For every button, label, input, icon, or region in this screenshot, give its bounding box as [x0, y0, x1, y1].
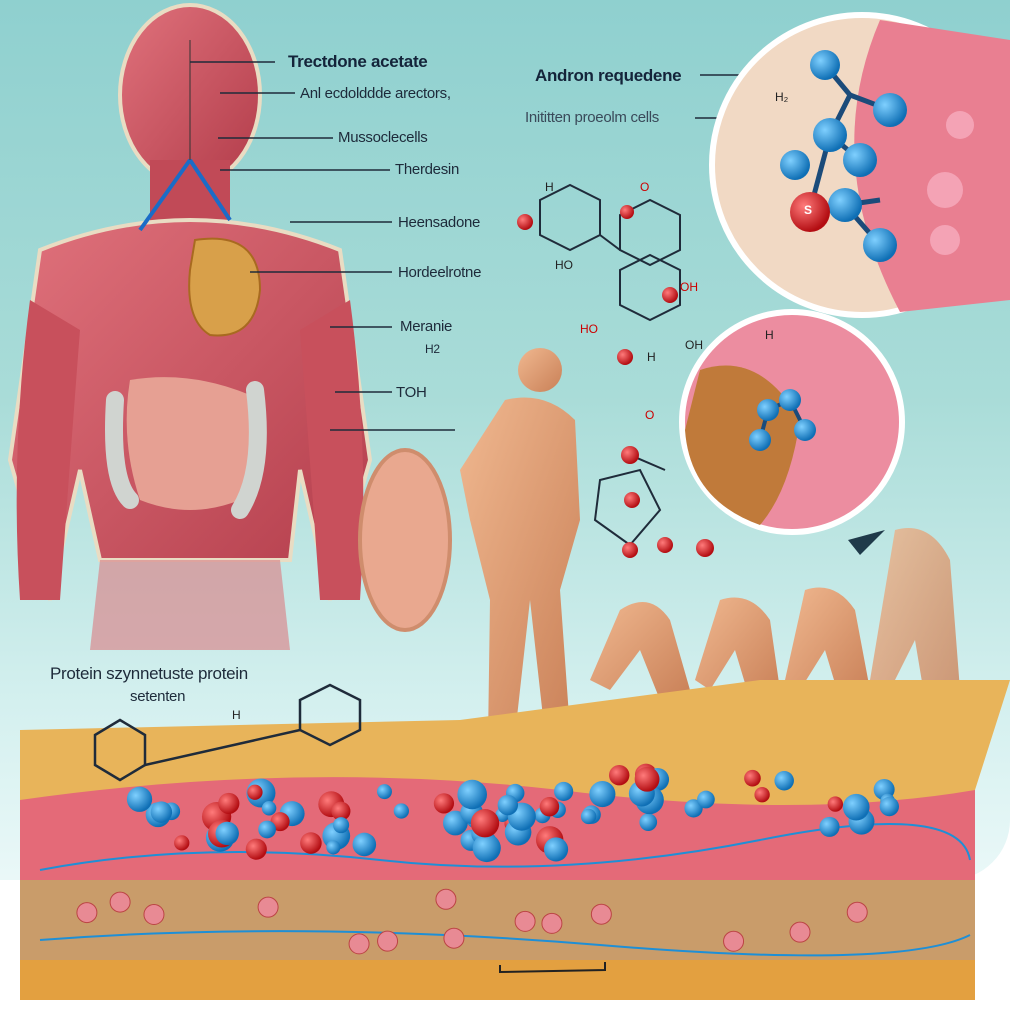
molecule-top [539, 183, 681, 547]
atom [174, 835, 190, 851]
label-hordeelrotne: Hordeelrotne [398, 264, 482, 281]
molecule-slab [93, 683, 362, 782]
atom [333, 817, 350, 834]
atom [472, 833, 501, 863]
cell [443, 927, 465, 949]
label-cells: Inititten proeolm cells [525, 109, 659, 126]
cell [789, 921, 811, 943]
cell [143, 904, 165, 926]
cell [723, 930, 745, 952]
scale-bar [499, 962, 606, 974]
label-andron: Andron requedene [535, 66, 682, 85]
label-protein-line2: setenten [130, 688, 186, 705]
atom [150, 801, 173, 823]
atom [326, 840, 341, 855]
mol-label: O [645, 408, 655, 422]
atom [554, 781, 574, 802]
atom [457, 779, 487, 810]
atom [497, 794, 519, 816]
cell [109, 891, 131, 913]
athlete-figures [358, 348, 960, 740]
atom [639, 813, 658, 832]
mol-label: H [647, 350, 656, 364]
leader-lines [190, 61, 760, 431]
atom [744, 769, 761, 787]
mol-label: O [640, 180, 650, 194]
pointer-arrow-icon [848, 530, 885, 555]
cell [846, 901, 868, 923]
atom [393, 803, 409, 819]
mol-label: OH [685, 338, 703, 352]
cell [541, 912, 563, 934]
mol-label: H₂ [775, 90, 789, 104]
mol-label: OH [680, 280, 698, 294]
slab-atoms [76, 763, 899, 955]
atom [819, 816, 840, 837]
cell [377, 930, 399, 952]
atom [634, 766, 660, 792]
atom [300, 832, 322, 854]
atom [697, 790, 715, 809]
atom [470, 808, 500, 838]
atom [580, 808, 597, 825]
atoms-top [517, 205, 714, 558]
cell [348, 933, 370, 955]
cell [514, 910, 536, 932]
cell [435, 888, 457, 910]
label-trectdone: Trectdone acetate [288, 52, 428, 71]
atom [543, 837, 569, 862]
mol-label: H [765, 328, 774, 342]
mol-label: S [804, 203, 813, 217]
atom [331, 801, 351, 821]
magnifier-large [709, 12, 1015, 318]
atom [352, 832, 377, 857]
label-meranie: Meranie [400, 318, 453, 335]
atom [589, 781, 616, 808]
atom [376, 784, 392, 800]
cell [76, 902, 98, 924]
cell [257, 896, 279, 918]
atom [608, 764, 630, 786]
atom [247, 784, 263, 800]
label-receptors: Anl ecdolddde arectors, [300, 85, 451, 102]
label-protein-line1: Protein szynnetuste protein [50, 664, 248, 683]
atom [827, 796, 843, 812]
label-therdesin: Therdesin [395, 161, 460, 178]
atom [258, 820, 276, 839]
label-heensadone: Heensadone [398, 214, 481, 231]
atom [433, 793, 455, 814]
cell [590, 903, 612, 925]
atom [126, 786, 153, 812]
mol-label: H [232, 708, 241, 722]
atom [879, 796, 899, 817]
label-toh: TOH [396, 384, 427, 401]
atom [842, 793, 870, 821]
atom [261, 801, 277, 816]
atom [754, 787, 770, 803]
label-muscle-cells: Mussoclecells [338, 129, 428, 146]
magnifier-small [679, 309, 905, 535]
atom [245, 838, 267, 860]
label-meranie-sub: H2 [425, 342, 440, 356]
mol-label: HO [580, 322, 598, 336]
mol-label: H [545, 180, 554, 194]
atom [215, 821, 239, 846]
atom [539, 796, 560, 817]
atom [774, 770, 794, 791]
anatomy-figure [7, 3, 373, 650]
atom [218, 792, 240, 815]
mol-label: HO [555, 258, 573, 272]
atom [684, 799, 703, 818]
